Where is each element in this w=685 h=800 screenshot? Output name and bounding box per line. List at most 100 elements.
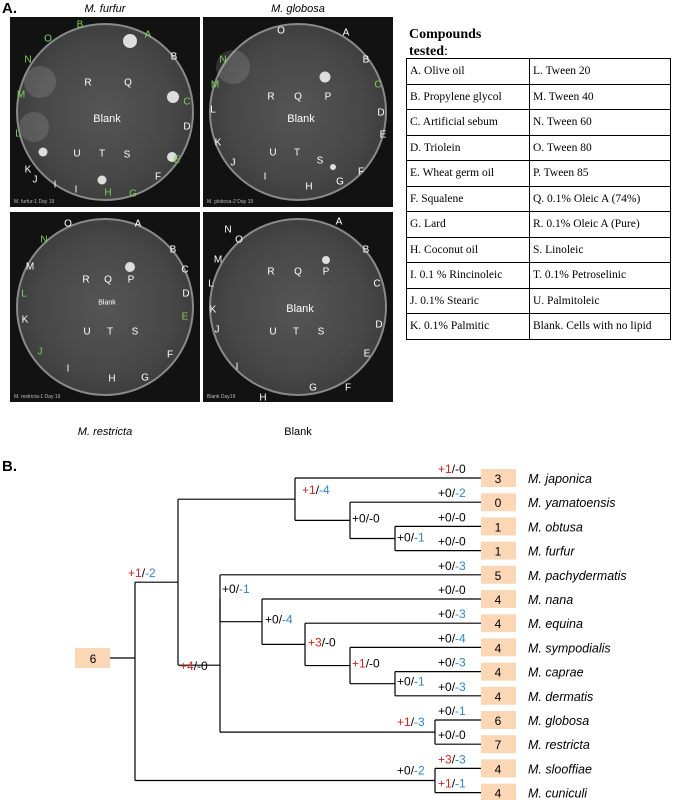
compound-cell: Q. 0.1% Oleic A (74%) [529, 185, 671, 212]
tip-value: 3 [495, 472, 502, 486]
compound-cell: E. Wheat germ oil [406, 160, 530, 187]
root-value: 6 [90, 652, 97, 666]
branch-gain-loss: +1/-0 [438, 462, 466, 476]
plate-letter: B [169, 244, 177, 256]
species-name: M. slooffiae [528, 762, 592, 776]
plate-letter: M [210, 79, 220, 91]
branch-gain-loss: +0/-0 [438, 510, 466, 524]
plate-letter: A [335, 216, 343, 228]
branch-gain-loss: +0/-3 [438, 559, 466, 573]
growth-spot [167, 91, 179, 103]
branch-gain-loss: +0/-0 [438, 583, 466, 597]
compound-cell: S. Linoleic [529, 236, 671, 263]
branch-gain-loss: +0/-1 [397, 675, 425, 689]
species-name: M. nana [528, 593, 573, 607]
branch-gain-loss: +1/-3 [397, 715, 425, 729]
species-name: M. pachydermatis [528, 569, 627, 583]
compound-cell: D. Triolein [406, 134, 530, 161]
plate-letter: O [277, 25, 285, 37]
species-name: M. restricta [528, 738, 590, 752]
petri-dish-furfur: O B A B N M C D L E K J I I H G F R Q U … [10, 17, 200, 207]
tip-value-box [481, 590, 516, 608]
growth-spot [330, 164, 336, 170]
tip-value: 4 [495, 690, 502, 704]
tip-value: 1 [495, 520, 502, 534]
species-name: M. yamatoensis [528, 496, 616, 510]
branch-gain-loss: +1/-1 [438, 777, 466, 791]
plate-letter: G [129, 188, 137, 200]
branch-gain-loss: +0/-1 [397, 531, 425, 545]
growth-spot [38, 147, 48, 157]
plate-letter: B [362, 54, 370, 66]
plate-letter: U [269, 326, 277, 338]
compound-cell: Blank. Cells with no lipid [529, 313, 671, 340]
plate-letter: T [98, 148, 106, 160]
plate-letter: H [259, 392, 267, 403]
tip-value: 7 [495, 738, 502, 752]
plate-letter: I [66, 363, 70, 375]
branch-gain-loss: +3/-0 [308, 635, 336, 649]
plate-letter: A [134, 218, 142, 230]
plate-letter: L [21, 288, 27, 300]
plate-letter: M [213, 254, 223, 266]
plate-letter: K [214, 137, 222, 149]
plate-letter: L [210, 104, 216, 116]
tip-value: 4 [495, 666, 502, 680]
plate-letter: O [44, 33, 52, 45]
compound-cell: F. Squalene [406, 185, 530, 212]
species-name: M. obtusa [528, 520, 583, 534]
plate-letter: J [37, 346, 43, 358]
tip-value-box [481, 565, 516, 584]
dish-footer: Blank Day19 [207, 394, 236, 400]
branch-gain-loss: +0/-2 [397, 764, 425, 778]
compound-cell: A. Olive oil [406, 58, 530, 85]
species-name: M. cuniculi [528, 787, 588, 800]
panel-a-label: A. [2, 0, 17, 17]
plate-letter: F [344, 382, 352, 394]
plate [16, 218, 194, 396]
compound-cell: N. Tween 60 [529, 109, 671, 136]
plate-letter: H [104, 187, 112, 199]
species-name: M. japonica [528, 472, 592, 486]
tip-value: 1 [495, 545, 502, 559]
compound-cell: J. 0.1% Stearic [406, 287, 530, 314]
plate-letter: Q [104, 274, 112, 286]
branch-gain-loss: +0/-0 [352, 511, 380, 525]
plate [16, 23, 194, 201]
tip-value: 4 [495, 641, 502, 655]
branch-gain-loss: +0/-2 [438, 486, 466, 500]
dish-footer: M. restricta-1 Day 19 [14, 394, 61, 400]
petri-dish-restricta: O A B N M C D L E K J I H G F R Q P U T … [10, 212, 200, 402]
plate-letter: T [292, 326, 300, 338]
plate-letter: R [82, 274, 90, 286]
plate-letter: O [235, 234, 243, 246]
compound-cell: G. Lard [406, 211, 530, 238]
compound-cell: B. Propylene glycol [406, 83, 530, 110]
plate-letter: H [108, 373, 116, 385]
growth-spot [125, 262, 135, 272]
branch-gain-loss: +0/-0 [438, 535, 466, 549]
plate [209, 218, 387, 396]
tip-value-box [481, 493, 516, 512]
branch-gain-loss: +0/-3 [438, 607, 466, 621]
species-name: M. sympodialis [528, 641, 611, 655]
growth-spot [97, 175, 107, 185]
plate-letter: H [305, 181, 313, 193]
plate-letter: D [375, 319, 383, 331]
plate-letter: C [181, 264, 189, 276]
plate-letter: E [181, 311, 189, 323]
plate-letter: N [219, 54, 227, 66]
plate-letter: D [377, 107, 385, 119]
plate-letter: T [293, 147, 301, 159]
plate-letter: F [357, 166, 365, 178]
tip-value-box [481, 735, 516, 754]
compound-cell: C. Artificial sebum [406, 109, 530, 136]
plate-letter: F [166, 349, 174, 361]
compound-cell: M. Tween 40 [529, 83, 671, 110]
plate-letter: C [183, 96, 191, 108]
